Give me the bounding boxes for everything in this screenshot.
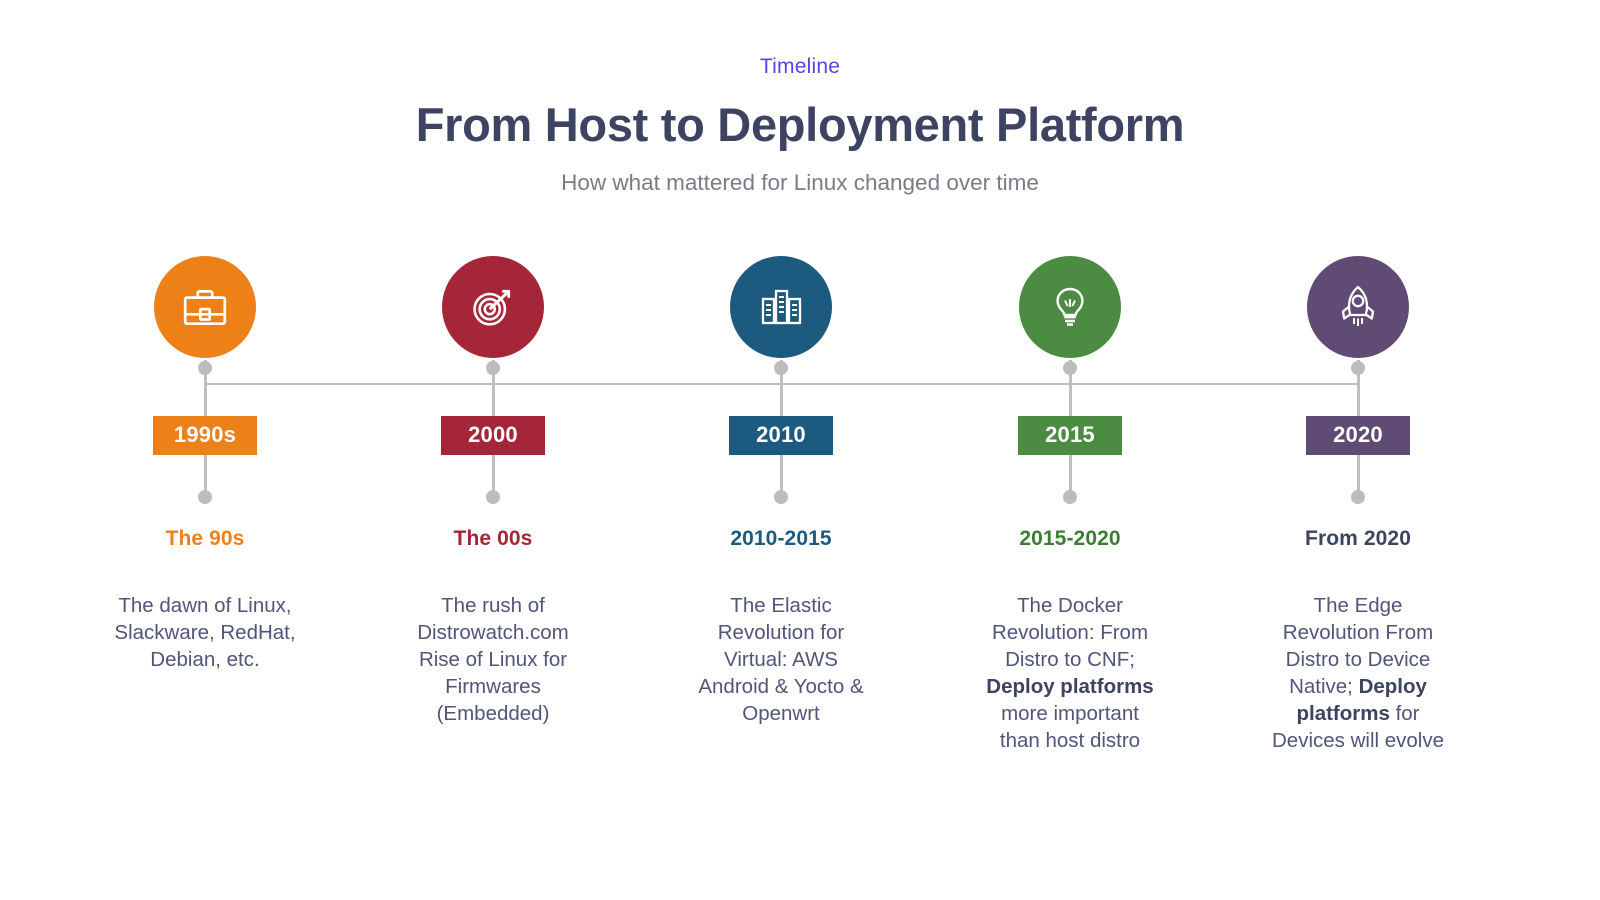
description-text: for Devices will evolve [1271, 702, 1445, 753]
connector-dot-bottom [1063, 490, 1077, 504]
milestone-era-title: 2015-2020 [1019, 527, 1121, 550]
milestone-year-badge: 2000 [441, 416, 545, 456]
description-text: The Docker Revolution: From Distro to CN… [991, 594, 1149, 672]
milestone-icon-circle[interactable] [154, 256, 256, 358]
milestone-era-title: The 90s [165, 527, 245, 550]
page-subtitle: How what mattered for Linux changed over… [561, 169, 1039, 195]
connector-dot-bottom [198, 490, 212, 504]
lightbulb-icon [1046, 283, 1094, 331]
rocket-icon [1334, 283, 1382, 331]
milestone-icon-circle[interactable] [1019, 256, 1121, 358]
milestone-description: The Docker Revolution: From Distro to CN… [979, 592, 1161, 754]
milestone-description: The Elastic Revolution for Virtual: AWS … [690, 592, 872, 727]
connector-dot-top [774, 361, 788, 375]
briefcase-icon [180, 282, 230, 332]
page-title: From Host to Deployment Platform [415, 98, 1185, 151]
milestone-era-title: The 00s [453, 527, 533, 550]
connector-dot-top [198, 361, 212, 375]
milestone-year-badge: 1990s [153, 416, 257, 456]
target-icon [467, 281, 519, 333]
connector-dot-top [1351, 361, 1365, 375]
milestone-era-title: From 2020 [1305, 527, 1411, 550]
milestone-icon-circle[interactable] [1307, 256, 1409, 358]
connector-dot-bottom [486, 490, 500, 504]
description-text: The Edge Revolution From Distro to Devic… [1282, 594, 1434, 699]
description-emphasis: Deploy platforms [986, 675, 1154, 699]
eyebrow-label: Timeline [759, 55, 841, 78]
description-text: The dawn of Linux, Slackware, RedHat, De… [114, 594, 296, 672]
milestone-description: The Edge Revolution From Distro to Devic… [1267, 592, 1449, 754]
page-header: Timeline From Host to Deployment Platfor… [0, 0, 1600, 196]
connector-dot-top [1063, 361, 1077, 375]
milestone-year-badge: 2010 [729, 416, 833, 456]
milestone-icon-circle[interactable] [730, 256, 832, 358]
milestone-year-badge: 2015 [1018, 416, 1122, 456]
milestone-description: The rush of Distrowatch.com Rise of Linu… [402, 592, 584, 727]
description-emphasis: Deploy platforms [1296, 675, 1427, 726]
description-text: more important than host distro [999, 702, 1141, 753]
milestone-description: The dawn of Linux, Slackware, RedHat, De… [114, 592, 296, 673]
description-text: The rush of Distrowatch.com Rise of Linu… [417, 594, 569, 726]
milestone-year-badge: 2020 [1306, 416, 1410, 456]
connector-dot-bottom [1351, 490, 1365, 504]
connector-dot-bottom [774, 490, 788, 504]
connector-dot-top [486, 361, 500, 375]
milestone-era-title: 2010-2015 [730, 527, 832, 550]
milestone-icon-circle[interactable] [442, 256, 544, 358]
servers-icon [757, 283, 805, 331]
description-text: The Elastic Revolution for Virtual: AWS … [698, 594, 864, 726]
